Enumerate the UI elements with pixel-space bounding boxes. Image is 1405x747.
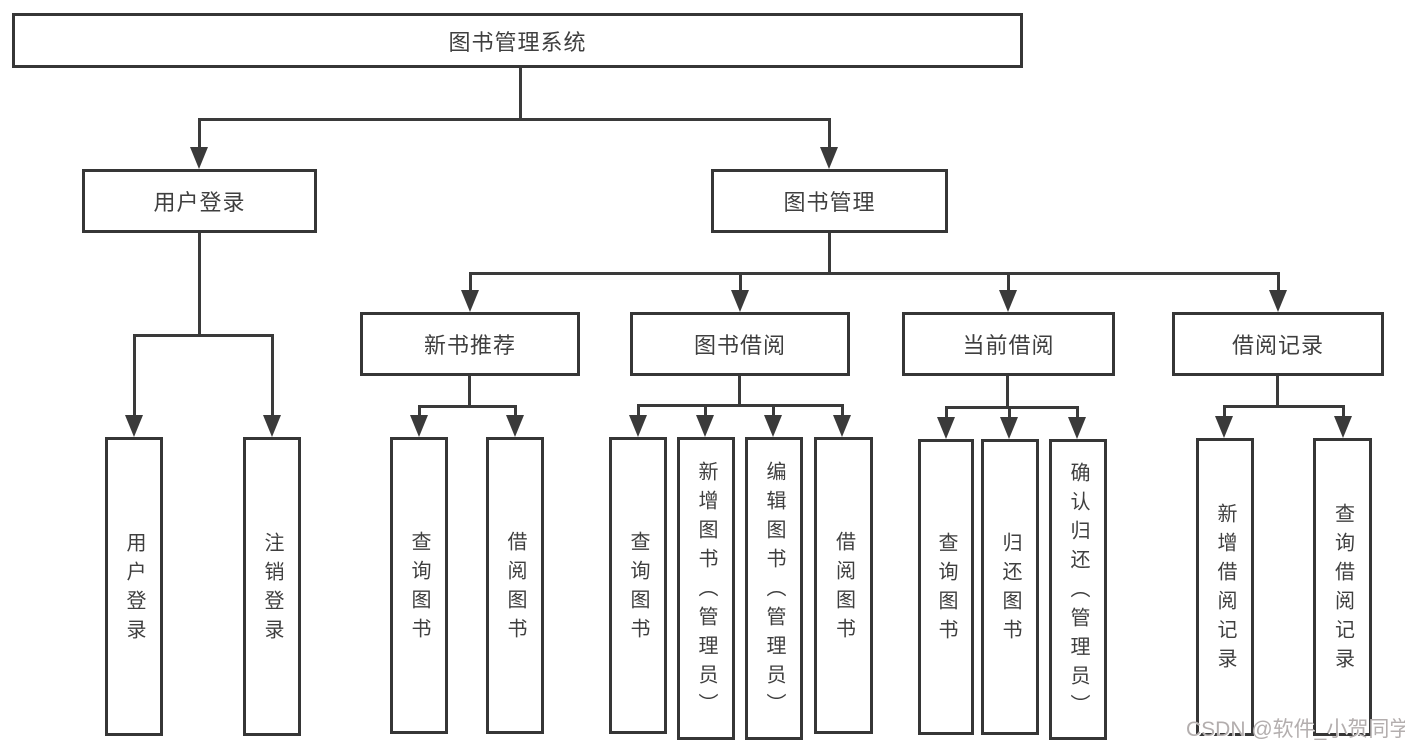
connector-root-drop-right [828,118,831,154]
node-book-management: 图书管理 [711,169,948,233]
connector-record-drop-2 [1342,405,1345,423]
leaf-edit-book-admin: 编辑图书（管理员） [745,437,803,740]
connector-current-drop-2 [1008,406,1011,425]
leaf-borrow-book-recommend: 借阅图书 [486,437,544,734]
arrow-to-borrow-record [1269,290,1287,312]
arrow-to-leaf-query-book-2 [629,415,647,437]
connector-record-rail [1223,405,1345,408]
arrow-to-leaf-borrow-book-1 [506,415,524,437]
leaf-logout: 注销登录 [243,437,301,736]
leaf-add-borrow-record: 新增借阅记录 [1196,438,1254,736]
connector-mgmt-drop-3 [1007,272,1010,298]
leaf-add-book-admin: 新增图书（管理员） [677,437,735,740]
arrow-to-leaf-add-book [696,415,714,437]
leaf-query-book-borrow: 查询图书 [609,437,667,734]
arrow-to-leaf-edit-book [764,415,782,437]
node-current-borrow: 当前借阅 [902,312,1115,376]
leaf-return-book: 归还图书 [981,439,1039,735]
node-user-login: 用户登录 [82,169,317,233]
connector-borrow-drop-2 [704,404,707,423]
arrow-to-leaf-borrow-book-2 [833,415,851,437]
arrow-to-leaf-return-book [1000,417,1018,439]
connector-mgmt-drop-1 [469,272,472,298]
connector-recommend-drop-2 [514,405,517,423]
node-new-book-recommend: 新书推荐 [360,312,580,376]
connector-mgmt-stem [828,233,831,275]
connector-current-rail [945,406,1079,409]
node-root-library-management-system: 图书管理系统 [12,13,1023,68]
leaf-query-borrow-record: 查询借阅记录 [1313,438,1372,736]
connector-login-drop-1 [133,334,136,422]
connector-mgmt-rail [469,272,1279,275]
arrow-to-book-borrow [731,290,749,312]
arrow-to-leaf-confirm-return [1068,417,1086,439]
leaf-query-book-recommend: 查询图书 [390,437,448,734]
connector-current-drop-3 [1076,406,1079,425]
connector-record-stem [1276,376,1279,407]
connector-recommend-rail [418,405,517,408]
arrow-to-current-borrow [999,290,1017,312]
connector-borrow-drop-1 [637,404,640,423]
arrow-to-book-management [820,147,838,169]
connector-root-rail [198,118,831,121]
connector-mgmt-drop-2 [739,272,742,298]
connector-record-drop-1 [1223,405,1226,423]
leaf-confirm-return-admin: 确认归还（管理员） [1049,439,1107,740]
leaf-borrow-book-borrow: 借阅图书 [814,437,873,734]
connector-recommend-stem [468,376,471,407]
connector-recommend-drop-1 [418,405,421,423]
arrow-to-leaf-add-borrow-record [1215,416,1233,438]
connector-mgmt-drop-4 [1277,272,1280,298]
connector-login-drop-2 [271,334,274,422]
connector-current-drop-1 [945,406,948,425]
arrow-to-leaf-user-login [125,415,143,437]
leaf-user-login: 用户登录 [105,437,163,736]
connector-login-stem [198,233,201,337]
connector-current-stem [1006,376,1009,408]
connector-root-stem [519,68,522,120]
connector-borrow-drop-4 [841,404,844,423]
connector-borrow-rail [637,404,844,407]
node-borrow-record: 借阅记录 [1172,312,1384,376]
arrow-to-leaf-logout [263,415,281,437]
connector-borrow-drop-3 [772,404,775,423]
node-book-borrow: 图书借阅 [630,312,850,376]
leaf-query-book-current: 查询图书 [918,439,974,735]
arrow-to-new-book-recommend [461,290,479,312]
connector-root-drop-left [198,118,201,154]
connector-login-rail [133,334,274,337]
csdn-watermark: CSDN @软件_小贺同学 [1186,718,1405,741]
arrow-to-leaf-query-book-1 [410,415,428,437]
arrow-to-leaf-query-book-3 [937,417,955,439]
arrow-to-leaf-query-borrow-record [1334,416,1352,438]
connector-borrow-stem [738,376,741,406]
arrow-to-user-login [190,147,208,169]
